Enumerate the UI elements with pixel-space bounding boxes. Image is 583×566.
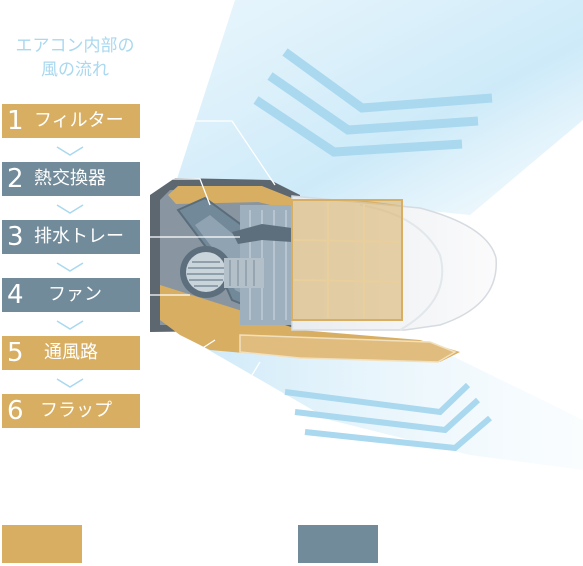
step-label: フラップ (40, 400, 112, 421)
chevron-down-icon (56, 320, 84, 330)
step-label: 熱交換器 (34, 168, 106, 189)
step-air-passage: 5 通風路 (2, 336, 140, 370)
filter-grid (291, 199, 403, 321)
legend-swatch-slate (298, 525, 378, 563)
airflow-arrows-bottom (284, 382, 492, 452)
title-line-2: 風の流れ (41, 60, 109, 80)
step-flap: 6 フラップ (2, 394, 140, 428)
step-label: フィルター (34, 110, 124, 131)
chevron-down-icon (56, 204, 84, 214)
drain-tray-part (232, 224, 292, 244)
callout-lines (140, 120, 276, 412)
diagram-title: エアコン内部の 風の流れ (0, 34, 150, 82)
chevron-down-icon (56, 146, 84, 156)
step-filter: 1 フィルター (2, 104, 140, 138)
step-number: 3 (7, 222, 24, 252)
step-number: 4 (7, 280, 24, 310)
step-label: 排水トレー (34, 226, 124, 247)
step-number: 5 (7, 338, 24, 368)
airflow-arrows-top (253, 48, 493, 157)
step-number: 6 (7, 396, 24, 426)
chevron-down-icon (56, 262, 84, 272)
fan-part (180, 246, 264, 298)
step-label: ファン (48, 284, 102, 305)
step-heat-exchanger: 2 熱交換器 (2, 162, 140, 196)
legend-swatch-gold (2, 525, 82, 563)
air-passage-part (160, 285, 460, 363)
title-line-1: エアコン内部の (15, 36, 135, 56)
step-drain-tray: 3 排水トレー (2, 220, 140, 254)
step-number: 1 (7, 106, 24, 136)
step-number: 2 (7, 164, 24, 194)
step-label: 通風路 (44, 342, 98, 363)
chevron-down-icon (56, 378, 84, 388)
step-fan: 4 ファン (2, 278, 140, 312)
